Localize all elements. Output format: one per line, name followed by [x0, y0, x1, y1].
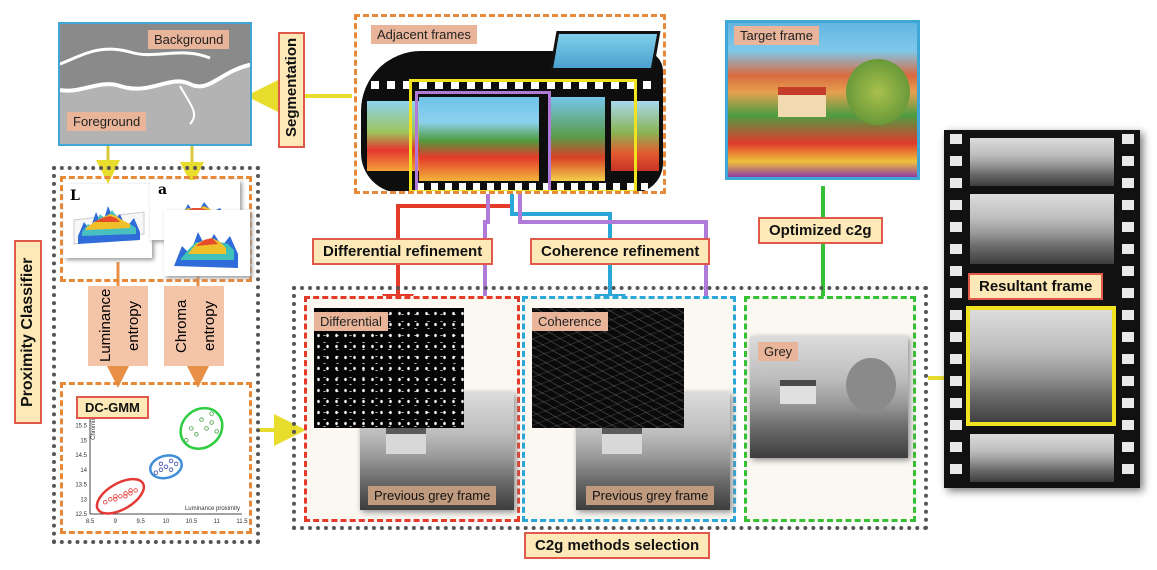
- scatter-point: [184, 438, 189, 443]
- scatter-point: [199, 417, 204, 422]
- y-tick-label: 12.5: [75, 512, 87, 518]
- y-axis-label: Chrominance: [91, 403, 97, 439]
- scatter-point: [158, 467, 164, 472]
- target-frame-image: [725, 20, 920, 180]
- y-tick-label: 14: [80, 468, 87, 474]
- scatter-point: [128, 491, 133, 496]
- scatter-point: [168, 458, 174, 464]
- scatter-point: [163, 464, 169, 469]
- segmentation-label: Segmentation: [278, 32, 305, 148]
- adjacent-frames-label: Adjacent frames: [371, 25, 477, 44]
- resultant-frame-label: Resultant frame: [968, 273, 1104, 300]
- resultant-sprockets-right: [1122, 134, 1134, 484]
- scatter-point: [123, 494, 128, 499]
- proximity-classifier-panel: [52, 166, 260, 544]
- x-axis-label: Luminance proximity: [185, 506, 240, 512]
- scatter-point: [108, 497, 113, 502]
- coherence-refinement-label: Coherence refinement: [530, 238, 711, 265]
- resultant-frame-2: [970, 194, 1114, 264]
- y-tick-label: 14.5: [75, 453, 87, 459]
- yellow-selection: [409, 79, 637, 191]
- scatter-point: [123, 491, 128, 496]
- dc-gmm-scatter: 8.5 9 9.5 10 10.5 11 11.5 12.5 13 13.5 14 14.5 15 15.…: [75, 396, 248, 525]
- dc-gmm-box: [60, 382, 252, 534]
- coherence-label: Coherence: [532, 312, 608, 331]
- x-tick-label: 10.5: [185, 519, 197, 525]
- luminance-entropy-label: Luminance entropy: [88, 286, 148, 366]
- x-tick-label: 11: [214, 519, 221, 525]
- scatter-point: [113, 494, 118, 499]
- scatter-point: [194, 432, 199, 437]
- film-sprockets-bottom: [417, 183, 657, 190]
- x-tick-label: 9: [114, 519, 118, 525]
- scatter-point: [189, 426, 194, 431]
- resultant-highlight: [966, 306, 1116, 426]
- film-frame-2: [419, 97, 539, 181]
- resultant-frame-top: [970, 138, 1114, 186]
- plot-a-letter: a: [158, 182, 168, 198]
- optimized-c2g-label: Optimized c2g: [758, 217, 883, 244]
- scatter-point: [118, 494, 123, 499]
- scatter-point: [173, 461, 179, 467]
- scatter-point: [168, 467, 174, 472]
- purple-selection: [415, 91, 551, 191]
- x-tick-label: 10: [163, 519, 170, 525]
- entropy-plots-box: [60, 176, 252, 282]
- scatter-point: [113, 497, 118, 502]
- cluster-ellipse: [95, 477, 146, 515]
- cluster-ellipse: [179, 406, 224, 450]
- plot-L: L: [64, 184, 152, 258]
- film-frame-1: [367, 101, 421, 171]
- resultant-film-strip: [944, 130, 1140, 488]
- plot-L-letter: L: [70, 188, 80, 204]
- y-tick-label: 13.5: [75, 483, 87, 489]
- y-tick-label: 13: [80, 497, 87, 503]
- x-tick-label: 9.5: [136, 519, 145, 525]
- scatter-point: [209, 420, 214, 425]
- background-label: Background: [148, 30, 230, 49]
- differential-refinement-label: Differential refinement: [312, 238, 494, 265]
- y-tick-label: 15: [80, 438, 87, 444]
- x-tick-label: 8.5: [86, 519, 95, 525]
- film-sprockets-top: [371, 81, 657, 89]
- plot-a-front: [164, 210, 250, 276]
- c2g-methods-selection-label: C2g methods selection: [524, 532, 711, 559]
- scatter-point: [128, 488, 133, 493]
- film-frame-3: [549, 97, 605, 181]
- c2g-methods-panel: [292, 286, 928, 530]
- resultant-frame-main: [970, 310, 1114, 424]
- target-frame-label: Target frame: [734, 26, 819, 45]
- target-tree: [846, 59, 910, 125]
- chroma-entropy-label: Chroma entropy: [164, 286, 224, 366]
- adjacent-frames-panel: Adjacent frames: [354, 14, 666, 194]
- previous-grey-frame-2-label: Previous grey frame: [586, 486, 715, 505]
- scatter-point: [204, 426, 209, 431]
- y-tick-label: 15.5: [75, 424, 87, 430]
- scatter-point: [209, 411, 214, 416]
- cluster-ellipse: [149, 454, 183, 480]
- scatter-point: [153, 470, 159, 475]
- resultant-sprockets-left: [950, 134, 962, 484]
- proximity-classifier-label: Proximity Classifier: [14, 240, 42, 424]
- differential-label: Differential: [314, 312, 388, 331]
- scatter-point: [133, 488, 138, 493]
- resultant-frame-bottom: [970, 434, 1114, 482]
- scatter-point: [158, 461, 164, 467]
- x-tick-label: 11.5: [236, 519, 248, 525]
- foreground-label: Foreground: [67, 112, 147, 131]
- film-frame-top-right: [549, 31, 661, 71]
- target-house: [778, 87, 826, 117]
- grey-label: Grey: [758, 342, 799, 361]
- scatter-point: [103, 499, 108, 505]
- scatter-point: [214, 429, 219, 434]
- previous-grey-frame-1-label: Previous grey frame: [368, 486, 497, 505]
- dc-gmm-label: DC-GMM: [76, 396, 149, 419]
